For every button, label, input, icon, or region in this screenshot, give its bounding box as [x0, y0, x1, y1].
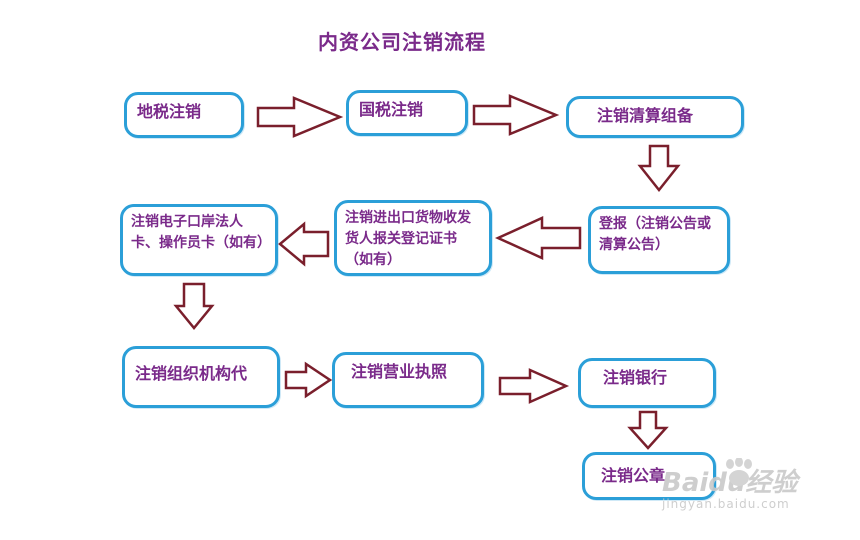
step-box-9: 注销银行 — [578, 358, 716, 408]
step-box-6: 注销电子口岸法人卡、操作员卡（如有） — [120, 204, 278, 276]
step-box-8: 注销营业执照 — [332, 352, 484, 408]
arrow-down-icon — [173, 282, 215, 330]
step-label: 登报（注销公告或清算公告） — [599, 216, 711, 253]
step-box-3: 注销清算组备 — [566, 96, 744, 138]
arrow-right-icon — [256, 96, 344, 138]
arrow-left-icon — [494, 216, 582, 260]
step-label: 注销银行 — [603, 368, 668, 387]
step-label: 地税注销 — [137, 102, 202, 121]
step-label: 注销进出口货物收发货人报关登记证书（如有） — [345, 210, 471, 268]
step-label: 注销组织机构代 — [135, 364, 248, 383]
paw-icon — [726, 458, 752, 486]
arrow-right-icon — [498, 368, 570, 404]
step-box-1: 地税注销 — [124, 92, 244, 138]
step-box-5: 注销进出口货物收发货人报关登记证书（如有） — [334, 200, 492, 276]
step-label: 注销营业执照 — [351, 362, 448, 381]
step-label: 注销公章 — [601, 466, 666, 485]
step-box-10: 注销公章 — [582, 452, 716, 500]
arrow-down-icon — [627, 410, 669, 450]
step-label: 国税注销 — [359, 100, 424, 119]
arrow-right-icon — [472, 94, 560, 136]
diagram-title: 内资公司注销流程 — [318, 30, 486, 54]
step-box-2: 国税注销 — [346, 90, 468, 136]
arrow-right-icon — [284, 361, 333, 399]
step-label: 注销电子口岸法人卡、操作员卡（如有） — [131, 214, 271, 251]
step-box-7: 注销组织机构代 — [122, 346, 280, 408]
arrow-down-icon — [637, 144, 681, 193]
step-label: 注销清算组备 — [597, 106, 694, 125]
step-box-4: 登报（注销公告或清算公告） — [588, 206, 730, 274]
arrow-left-icon — [278, 221, 330, 267]
